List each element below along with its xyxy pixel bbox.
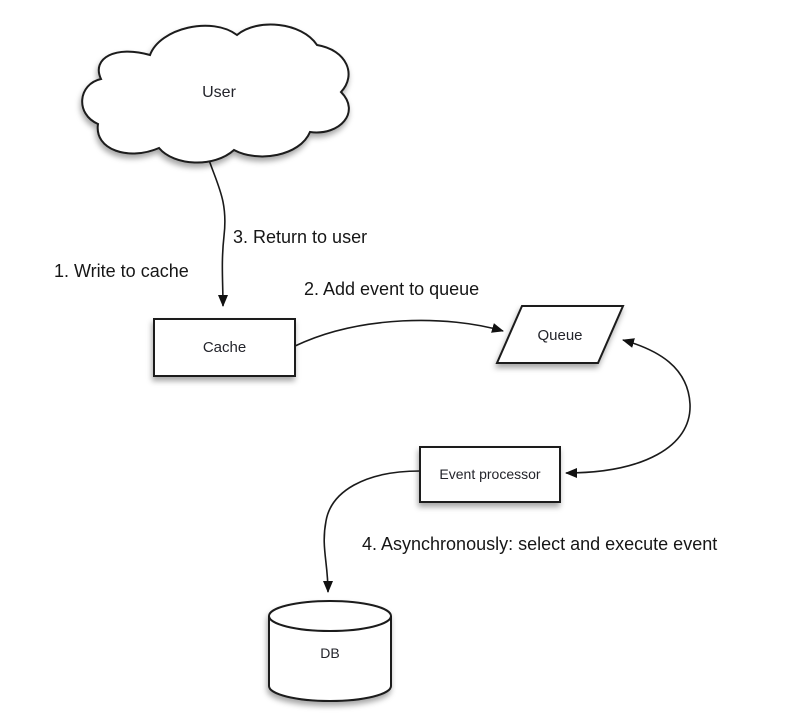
cache-label: Cache <box>202 339 247 356</box>
step-1-label: 1. Write to cache <box>54 261 189 281</box>
arrow-event-processor-to-db <box>322 470 421 593</box>
user-label: User <box>202 84 236 101</box>
user-cloud-shape <box>81 23 350 164</box>
arrow-cache-to-queue <box>294 319 504 347</box>
event-processor-label: Event processor <box>439 466 541 482</box>
queue-label: Queue <box>537 327 583 344</box>
db-label: DB <box>320 645 340 661</box>
event-processor-box-shape <box>419 446 561 503</box>
db-cylinder-shape <box>268 600 392 702</box>
cache-box-shape <box>153 318 296 377</box>
step-4-label: 4. Asynchronously: select and execute ev… <box>362 534 718 554</box>
step-3-label: 3. Return to user <box>233 227 368 247</box>
queue-parallelogram-shape <box>495 305 625 364</box>
arrow-queue-event-processor <box>565 338 691 478</box>
step-2-label: 2. Add event to queue <box>304 279 480 299</box>
arrow-user-to-cache <box>208 159 228 307</box>
